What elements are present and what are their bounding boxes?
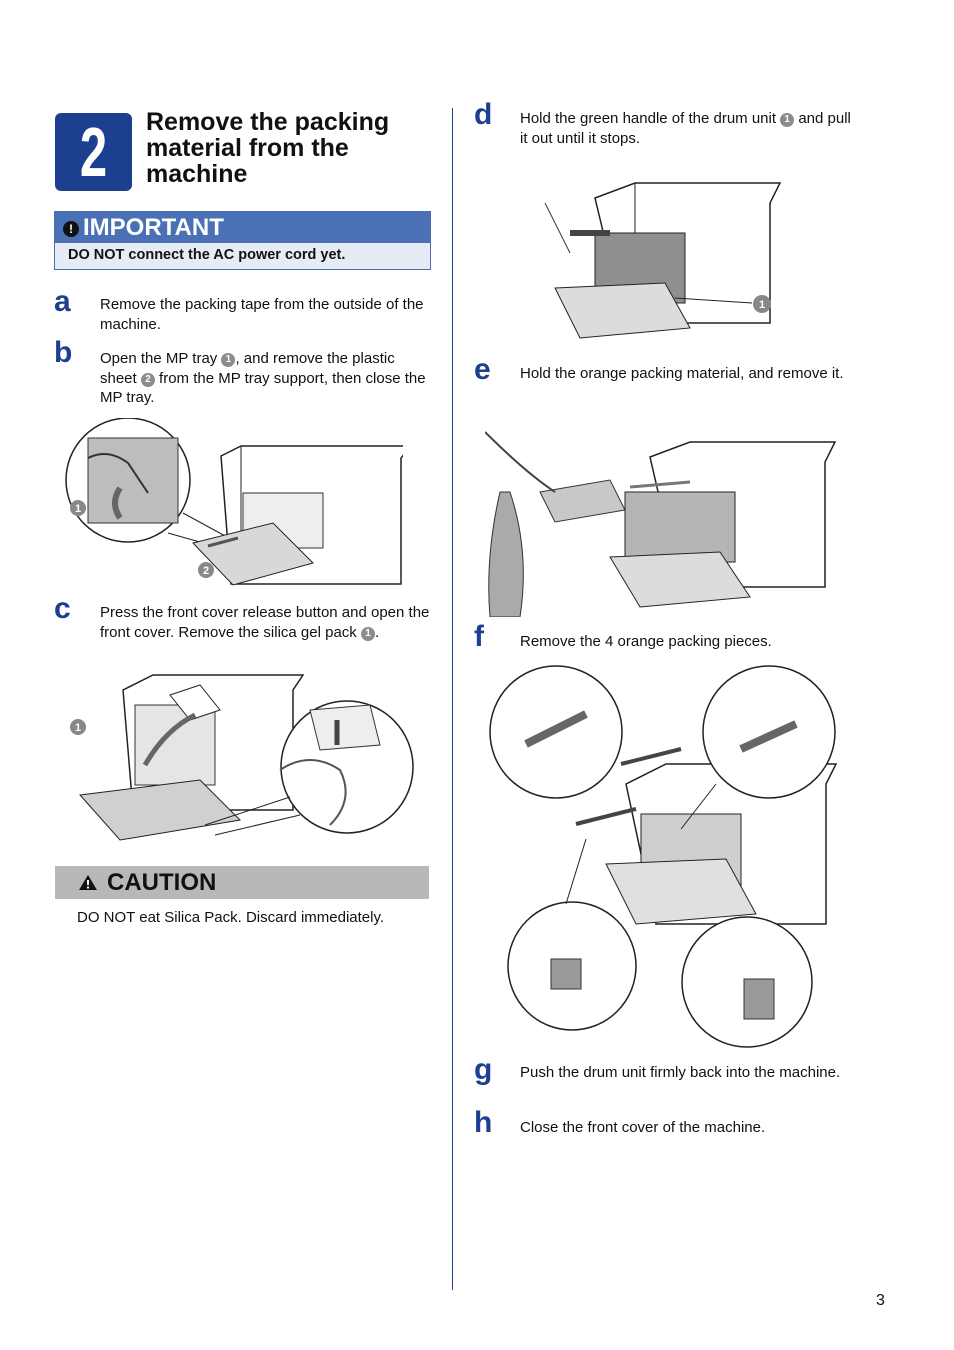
- caution-label: CAUTION: [107, 869, 217, 896]
- step-title: Remove the packing material from the mac…: [146, 108, 390, 188]
- figure-d-callout-1: [753, 295, 771, 313]
- callout-1-icon: 1: [780, 113, 795, 127]
- callout-2-icon: 2: [140, 372, 155, 387]
- step-letter-d: d: [474, 98, 493, 131]
- figure-front-cover: 1: [70, 674, 414, 841]
- svg-text:1: 1: [759, 299, 765, 311]
- column-divider: [452, 108, 453, 1290]
- step-b-text: Open the MP tray 1, and remove the plast…: [100, 350, 426, 406]
- figure-orange-packing: [485, 431, 837, 617]
- step-d-text: Hold the green handle of the drum unit 1…: [520, 110, 851, 147]
- caution-text: DO NOT eat Silica Pack. Discard immediat…: [77, 909, 385, 926]
- step-number-badge: 2: [55, 113, 132, 191]
- figure-mp-tray: 1 2: [65, 418, 403, 586]
- exclamation-icon: !: [63, 221, 79, 237]
- step-h-text: Close the front cover of the machine.: [520, 1119, 766, 1136]
- step-letter-g: g: [474, 1053, 493, 1086]
- callout-1-icon: 1: [360, 626, 375, 641]
- step-a-text: Remove the packing tape from the outside…: [100, 296, 424, 333]
- figure-c-callout-1: [70, 719, 86, 735]
- caution-banner: CAUTION: [55, 866, 429, 899]
- svg-text:2: 2: [203, 565, 209, 577]
- step-letter-f: f: [474, 620, 484, 653]
- step-f-text: Remove the 4 orange packing pieces.: [520, 633, 772, 650]
- figure-drum-unit: 1: [544, 182, 782, 339]
- step-letter-e: e: [474, 353, 491, 386]
- important-header: !IMPORTANT: [55, 212, 430, 243]
- figure-b-callout-1: [70, 500, 86, 516]
- important-notice: !IMPORTANT DO NOT connect the AC power c…: [54, 211, 431, 270]
- svg-text:1: 1: [75, 503, 81, 515]
- important-text: DO NOT connect the AC power cord yet.: [68, 247, 346, 263]
- figure-packing-pieces: [489, 665, 838, 1048]
- important-label: IMPORTANT: [83, 214, 224, 241]
- step-letter-h: h: [474, 1106, 493, 1139]
- step-letter-b: b: [54, 336, 73, 369]
- step-g-text: Push the drum unit firmly back into the …: [520, 1064, 841, 1081]
- page-number: 3: [876, 1292, 885, 1309]
- step-c-text: Press the front cover release button and…: [100, 604, 430, 641]
- warning-triangle-icon: [79, 875, 97, 890]
- step-letter-a: a: [54, 285, 71, 318]
- svg-text:1: 1: [75, 722, 81, 734]
- step-e-text: Hold the orange packing material, and re…: [520, 365, 844, 382]
- callout-1-icon: 1: [221, 353, 236, 367]
- figure-b-callout-2: [198, 562, 214, 578]
- step-letter-c: c: [54, 592, 71, 625]
